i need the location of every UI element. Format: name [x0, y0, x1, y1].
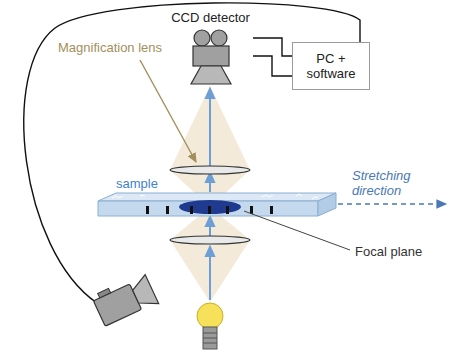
light-bulb: [197, 303, 223, 349]
focal-region: [179, 200, 241, 214]
box-text: PC + software: [299, 51, 363, 81]
video-camera: [91, 272, 158, 328]
condenser-lens: [170, 236, 250, 244]
camera-detector: CCD detector: [168, 10, 253, 86]
leader-line: [244, 211, 350, 250]
magnification-lens: [170, 166, 250, 174]
sample-slab: [98, 193, 336, 216]
part-label: sample: [116, 176, 158, 191]
optical-axis: [209, 220, 211, 300]
callout-label: Magnification lens: [58, 40, 162, 55]
signal-cable: [253, 38, 292, 56]
stretch-arrow: [338, 203, 446, 205]
marker-ticks: [146, 206, 273, 214]
optical-axis: [209, 92, 211, 192]
cracks: [112, 194, 318, 199]
computer-box: PC + software: [292, 42, 370, 90]
callout-label: Focal plane: [355, 244, 422, 259]
leader-arrow: [140, 60, 196, 162]
direction-label: Stretching direction: [352, 168, 432, 198]
device-heading: CCD detector: [168, 10, 253, 25]
ccd-camera-icon: [171, 28, 251, 86]
signal-cable: [253, 56, 292, 76]
